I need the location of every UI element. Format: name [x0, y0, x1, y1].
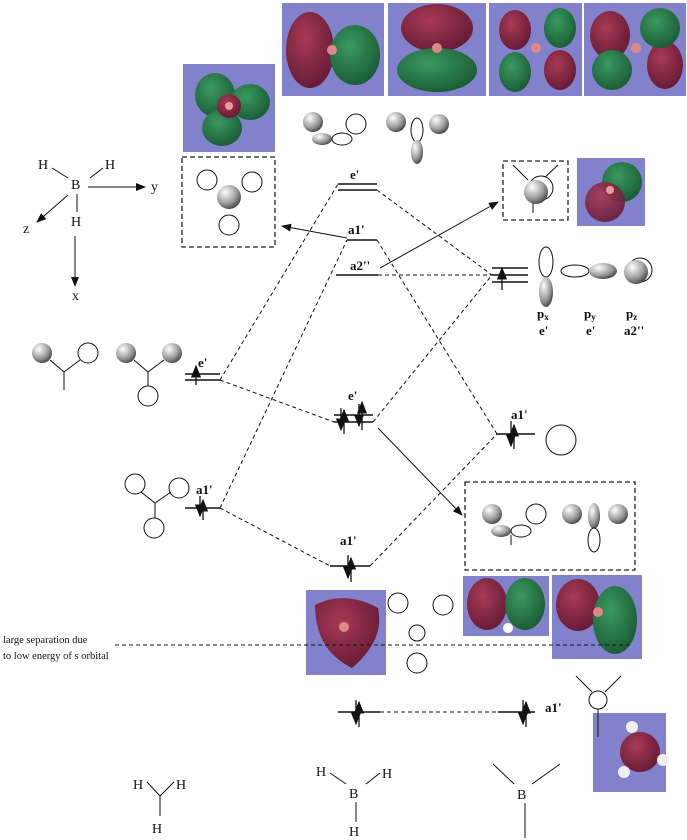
svg-text:B: B [349, 787, 358, 802]
h3-a1-group-orbital [196, 169, 263, 236]
note-line-2: to low energy of s orbital [3, 651, 109, 662]
svg-text:H: H [152, 822, 162, 837]
svg-text:H: H [382, 767, 392, 782]
pz-box-picture [512, 164, 559, 213]
svg-text:H: H [71, 215, 81, 230]
orbital-render-e-anti-2 [388, 3, 486, 96]
svg-text:a1': a1' [545, 700, 562, 715]
h3-a1-group-orbital-left [124, 473, 190, 539]
orbital-render-4 [584, 3, 686, 96]
svg-text:z: z [23, 222, 29, 237]
svg-text:y: y [151, 180, 158, 195]
svg-text:H: H [176, 778, 186, 793]
svg-text:e': e' [198, 355, 207, 370]
svg-text:py: py [584, 306, 596, 322]
svg-text:B: B [71, 178, 80, 193]
svg-text:H: H [133, 778, 143, 793]
arrow-to-a1-box [281, 223, 348, 239]
svg-text:px: px [537, 306, 549, 322]
orbital-render-core [593, 713, 669, 792]
svg-text:x: x [72, 289, 79, 304]
svg-text:H: H [38, 158, 48, 173]
svg-text:e': e' [586, 323, 595, 338]
orbital-render-a1-anti [183, 64, 275, 152]
h3-e-group-orbital-2 [116, 343, 182, 407]
b-fragment: B [492, 763, 561, 838]
bh3-molecule: H H B H [316, 765, 392, 840]
svg-text:a1': a1' [196, 482, 213, 497]
pz-orbital [624, 257, 653, 284]
box-a1-combination [181, 156, 276, 248]
svg-text:a1': a1' [348, 222, 365, 237]
svg-text:H: H [105, 158, 115, 173]
h3-fragment: H H H [133, 778, 186, 837]
orbital-render-3 [489, 3, 582, 96]
box-e-combination [464, 481, 636, 571]
svg-text:B: B [517, 788, 526, 803]
orbital-render-a1-bond [306, 590, 386, 675]
svg-text:a2'': a2'' [350, 258, 370, 273]
note-line-1: large separation due [3, 635, 88, 646]
svg-text:H: H [349, 825, 359, 840]
b-s-fragment [575, 675, 622, 737]
py-orbital [560, 263, 617, 279]
orbital-render-e-bond-1 [463, 576, 549, 636]
bh3-e-pictures-bottom [482, 503, 628, 553]
svg-text:H: H [316, 765, 326, 780]
h3-e-group-orbital-1 [32, 342, 99, 390]
svg-text:a2'': a2'' [624, 323, 644, 338]
orbital-render-e-bond-2 [552, 575, 642, 659]
orbital-render-e-anti-1 [282, 3, 384, 96]
correlation-lines [115, 183, 630, 713]
bh3-a1-picture [387, 592, 454, 674]
svg-text:e': e' [348, 388, 357, 403]
arrow-to-pz-box [379, 201, 499, 269]
svg-text:e': e' [350, 167, 359, 182]
box-pz-combination [502, 160, 569, 221]
svg-text:a1': a1' [511, 407, 528, 422]
svg-text:a1': a1' [340, 533, 357, 548]
axes-diagram: H H B H y z x [23, 158, 158, 304]
svg-text:pz: pz [626, 306, 637, 322]
orbital-render-a2 [577, 158, 645, 226]
px-orbital [538, 246, 554, 307]
arrow-to-e-box [377, 427, 463, 516]
electrons [190, 266, 532, 727]
s-orbital [545, 424, 577, 456]
p-orbital-labels: px py pz e' e' a2'' [537, 306, 644, 338]
level-labels: e' a1' e' a1' a2'' e' a1' a1' a1' [196, 167, 562, 715]
svg-text:e': e' [539, 323, 548, 338]
bh3-e-pictures-top [303, 112, 449, 164]
